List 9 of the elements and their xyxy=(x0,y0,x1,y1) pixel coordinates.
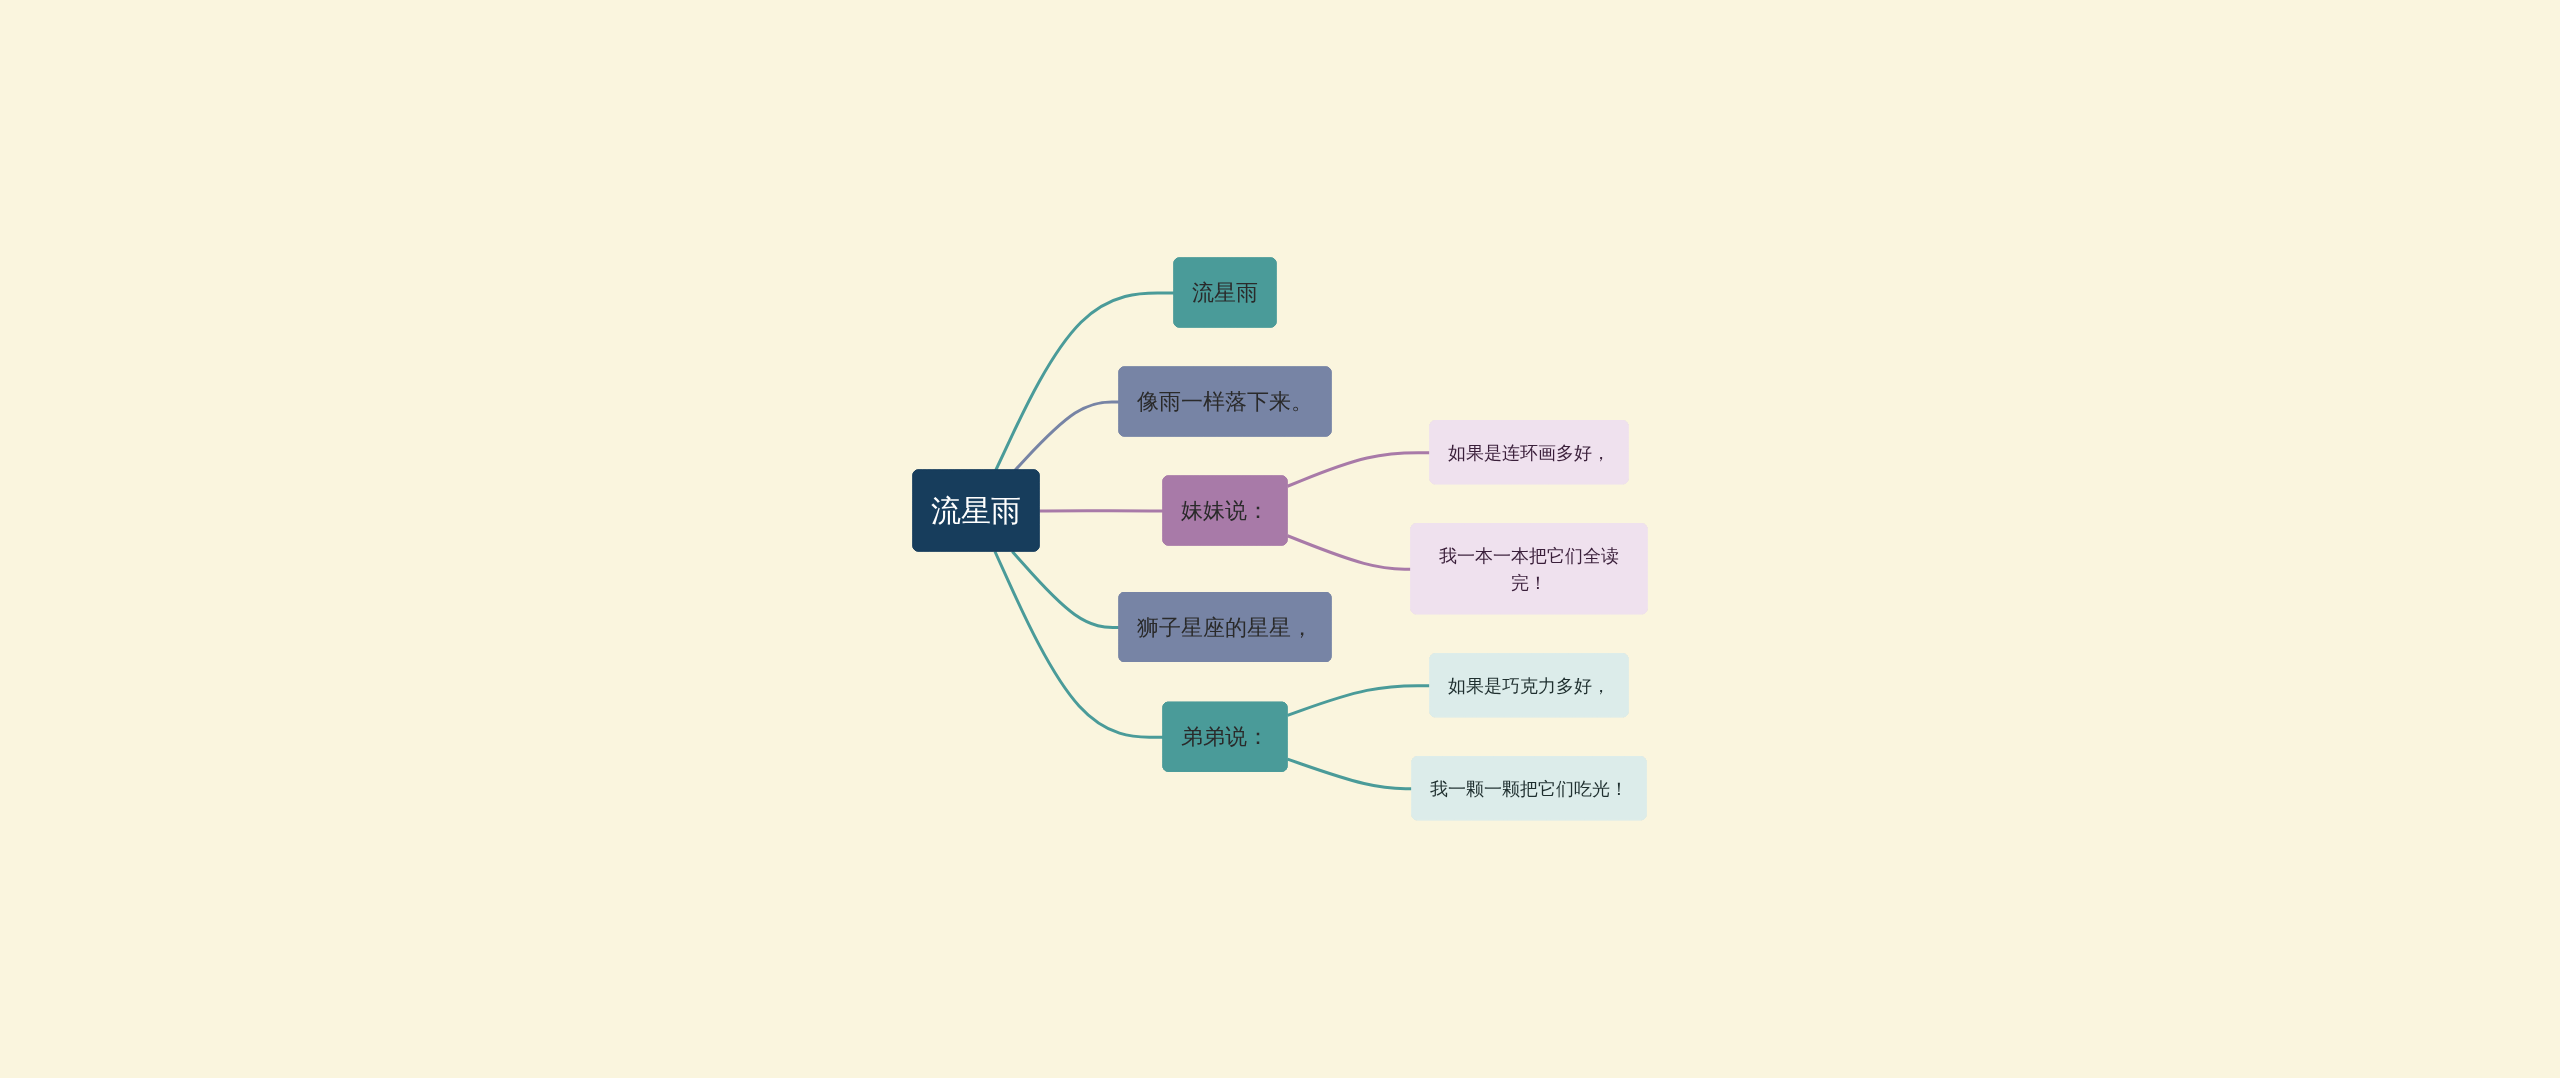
connector xyxy=(1013,400,1120,472)
connector xyxy=(994,291,1175,472)
connector xyxy=(1286,451,1431,488)
connector xyxy=(1286,534,1412,571)
connector xyxy=(1287,684,1431,717)
connector xyxy=(1011,550,1120,630)
connector xyxy=(993,551,1164,739)
connector xyxy=(1287,757,1413,791)
connector xyxy=(1039,509,1164,513)
